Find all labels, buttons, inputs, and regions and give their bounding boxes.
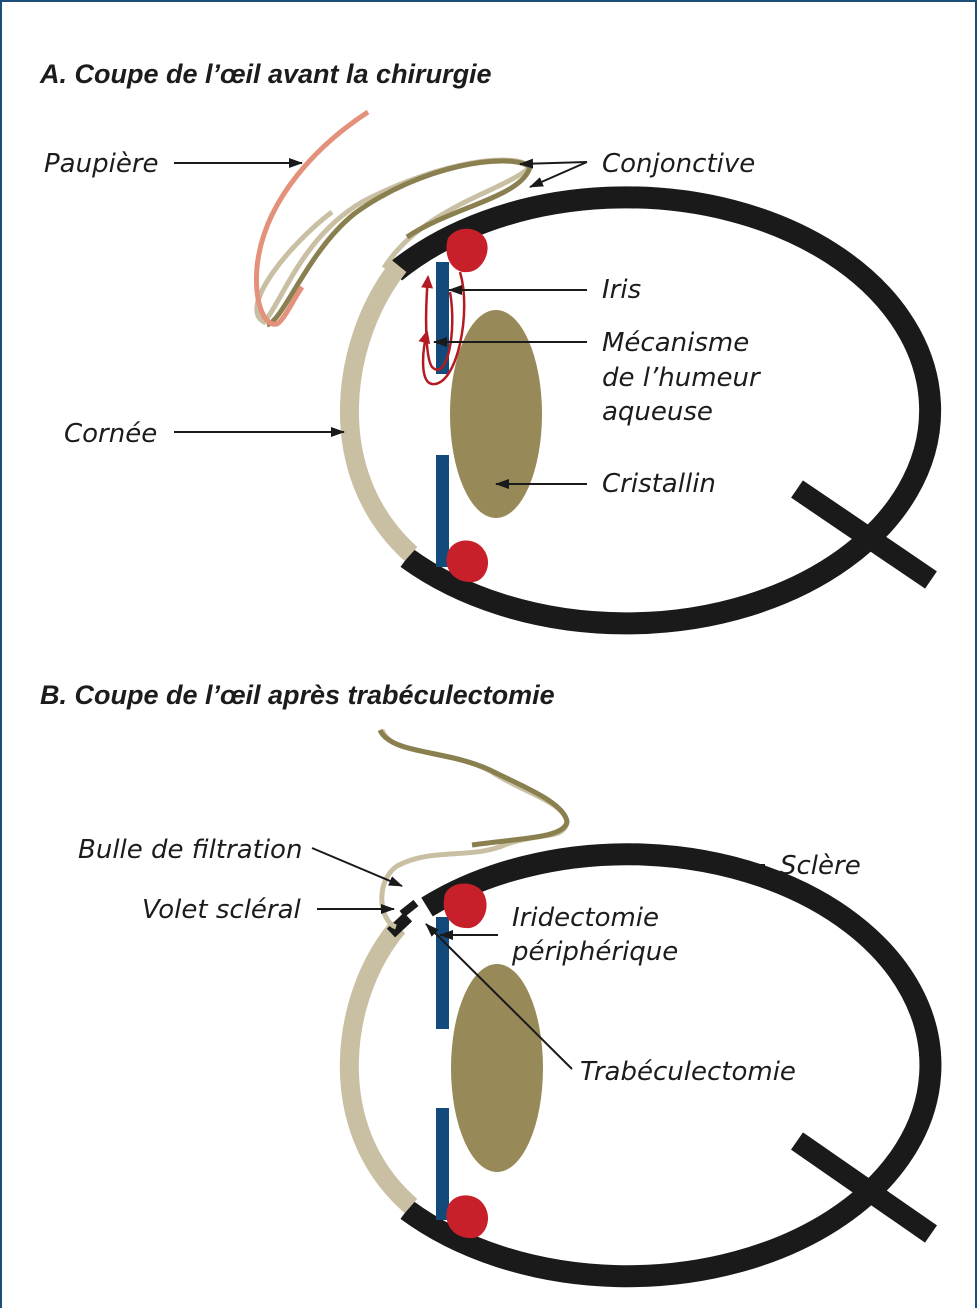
- conjunctiva-b: [380, 730, 567, 845]
- label-aqueous-1: Mécanisme: [602, 328, 749, 358]
- panel-b: B. Coupe de l’œil après trabéculectomie …: [40, 680, 931, 1276]
- label-lens: Cristallin: [602, 469, 716, 499]
- iris-lower: [436, 455, 449, 567]
- pointer-filtration-bleb: [312, 848, 402, 886]
- panel-a: A. Coupe de l’œil avant la chirurgie Pau…: [39, 59, 931, 623]
- ciliary-body-upper: [446, 229, 487, 272]
- label-trabeculectomy: Trabéculectomie: [580, 1057, 796, 1087]
- panel-b-title: B. Coupe de l’œil après trabéculectomie: [40, 680, 555, 710]
- label-iridectomy-2: périphérique: [511, 937, 678, 967]
- scleral-flap-edge: [402, 903, 416, 914]
- label-aqueous-2: de l’humeur: [602, 363, 762, 393]
- label-filtration-bleb: Bulle de filtration: [78, 835, 302, 865]
- label-aqueous-3: aqueuse: [602, 397, 713, 427]
- label-iris: Iris: [602, 275, 641, 305]
- panel-a-title: A. Coupe de l’œil avant la chirurgie: [39, 59, 492, 89]
- label-scleral-flap: Volet scléral: [142, 895, 302, 925]
- pointer-conjunctiva-2: [530, 162, 587, 187]
- iris-upper-b: [436, 917, 449, 1029]
- cornea-b: [349, 927, 411, 1206]
- ciliary-body-upper-b: [444, 884, 487, 929]
- conjunctiva: [267, 161, 530, 325]
- pointer-conjunctiva-1: [520, 162, 587, 164]
- label-conjunctiva: Conjonctive: [602, 149, 755, 179]
- cornea: [349, 266, 411, 554]
- label-sclera: Sclère: [780, 851, 861, 881]
- iris-lower-b: [436, 1108, 449, 1220]
- label-cornea: Cornée: [64, 419, 157, 449]
- label-iridectomy-1: Iridectomie: [512, 903, 659, 933]
- label-eyelid: Paupière: [44, 149, 159, 179]
